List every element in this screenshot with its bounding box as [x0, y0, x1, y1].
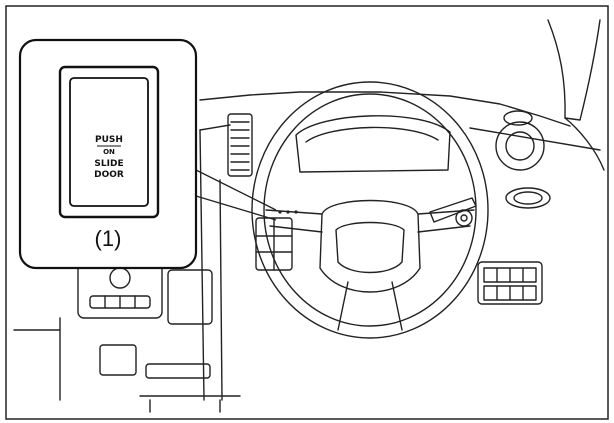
- callout-box: [18, 38, 198, 270]
- climate-button-dividers: [104, 295, 136, 309]
- switch-label-door: DOOR: [94, 170, 124, 180]
- meter-hood-inner: [305, 126, 439, 143]
- right-switch-panel: [477, 261, 543, 305]
- steering-wheel-rim: [251, 81, 489, 339]
- center-stack: [199, 129, 223, 401]
- lower-slot: [145, 363, 211, 379]
- switch-label-slide: SLIDE: [94, 159, 123, 169]
- steering-wheel-rim-inner: [263, 93, 477, 327]
- left-center-vent-louvers: [230, 121, 250, 171]
- lower-left-switch-divisions: [255, 217, 293, 271]
- switch-bezel-outer: [58, 65, 160, 219]
- right-upper-vent: [503, 110, 533, 126]
- right-round-vent-outer: [495, 121, 545, 171]
- lower-dash-edge: [13, 317, 241, 413]
- switch-callout: PUSH ON SLIDE DOOR (1): [18, 38, 198, 270]
- a-pillar: [547, 19, 601, 121]
- steering-hub-center: [335, 221, 405, 274]
- target-switch-marker: [278, 210, 298, 214]
- switch-label-on: ON: [103, 148, 115, 156]
- right-switch-grid: [483, 267, 537, 301]
- callout-index-label: (1): [95, 226, 122, 251]
- switch-label-push: PUSH: [95, 135, 123, 145]
- right-round-vent-inner: [505, 131, 535, 161]
- steering-hub: [319, 199, 421, 293]
- meter-hood: [295, 115, 451, 173]
- right-lower-vent-outer: [505, 187, 551, 209]
- switch-bezel-inner: [69, 77, 149, 207]
- wiper-stalk: [429, 197, 477, 223]
- steering-spoke-left: [265, 209, 323, 233]
- door-frame: [564, 117, 605, 171]
- dashboard-drawing: [13, 19, 605, 413]
- callout-leader: [195, 169, 277, 221]
- steering-spoke-bottom: [337, 281, 403, 331]
- hazard-switch: [99, 344, 137, 376]
- ignition-switch-inner: [460, 214, 468, 222]
- dashboard-top: [199, 91, 571, 127]
- right-lower-vent-inner: [513, 191, 543, 205]
- left-center-vent: [227, 113, 253, 177]
- center-panel: [167, 269, 213, 325]
- dashboard-lower-edge: [199, 124, 601, 151]
